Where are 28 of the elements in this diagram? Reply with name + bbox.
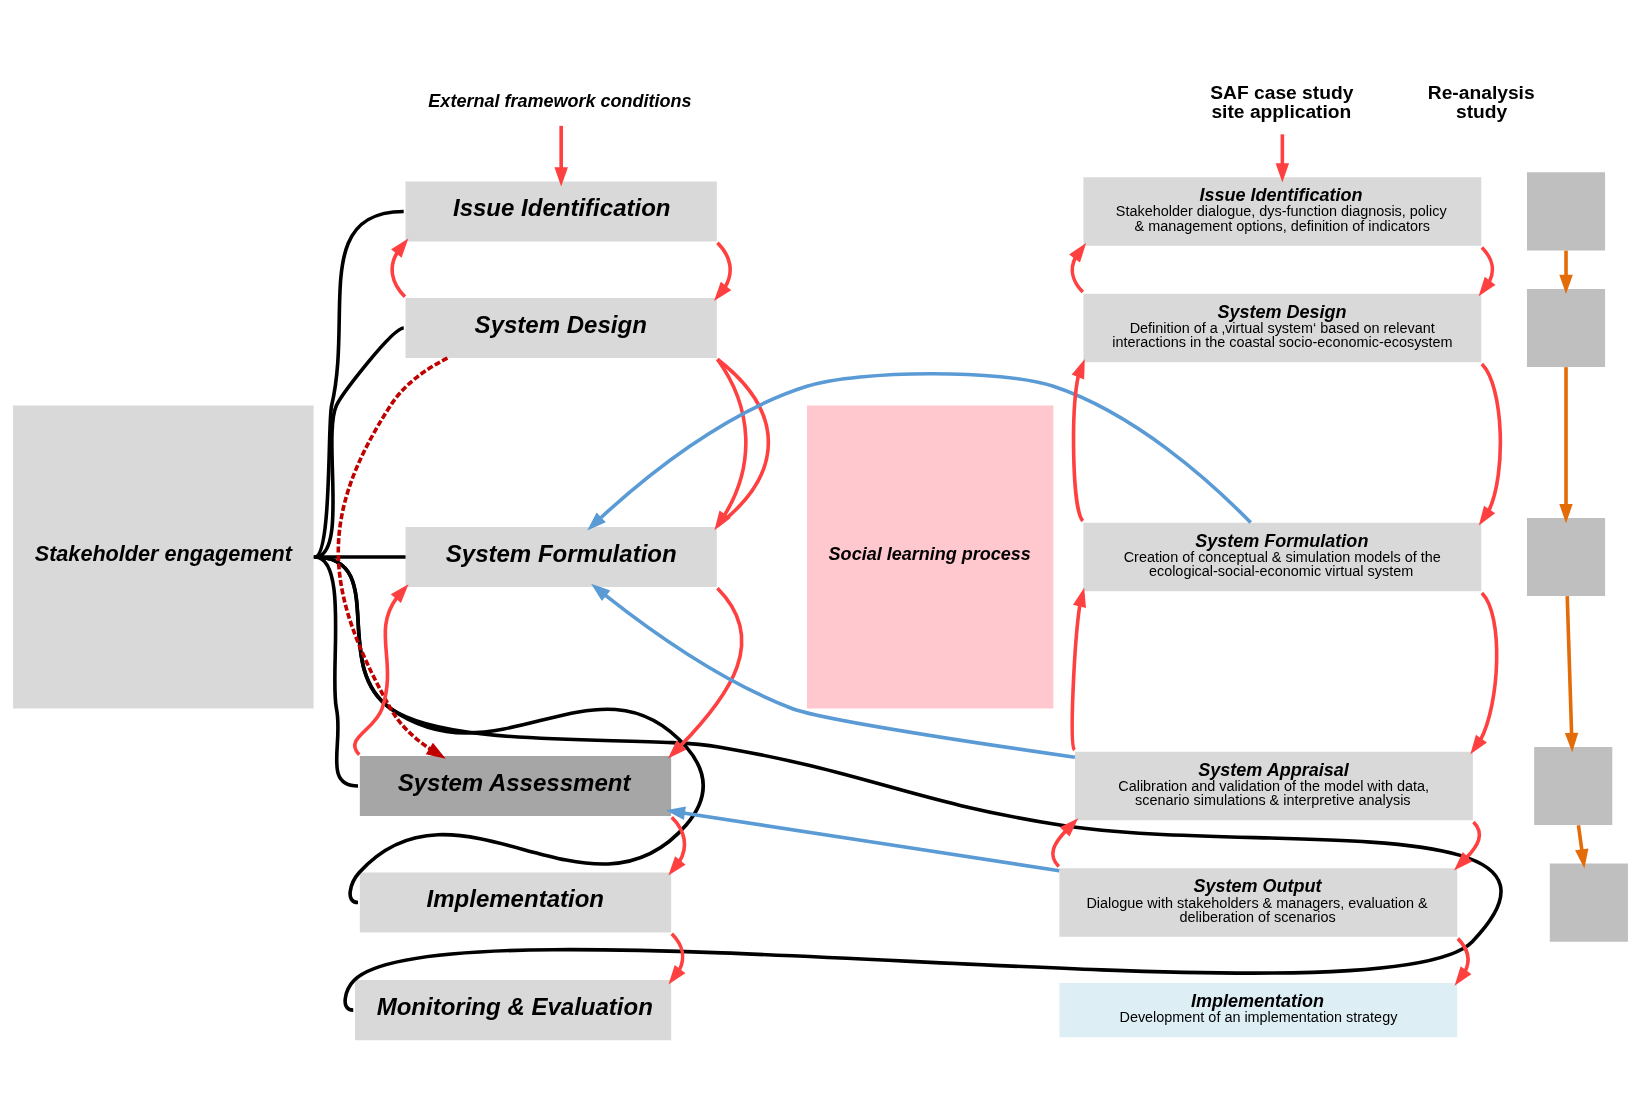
arrow [1564,596,1579,753]
node-box: System Design Definition of a ‚virtual system‘ based on relevant interactions in the coastal socio-economic-ecosystem [1083,293,1482,363]
connector [313,209,404,559]
node-box: System Design [405,298,717,359]
node-box [1526,288,1606,368]
node-box [1534,746,1613,826]
arrow [554,125,568,187]
node-box [1549,863,1628,942]
arrow [1275,134,1290,183]
node-box: Issue Identification [405,181,717,242]
arrow [1478,363,1503,526]
arrow [714,241,732,302]
node-text: External framework conditions [428,90,692,111]
arrow [1069,243,1087,294]
node-box: Stakeholder engagement [13,405,314,709]
node-text: SAF case study site application [1210,81,1354,123]
arrow [1478,246,1496,297]
node-box [1526,172,1606,251]
arrow [1071,358,1085,522]
node-text: Re-analysis study [1427,81,1535,123]
arrow [1559,250,1573,295]
connector [716,357,771,528]
arrow [1559,367,1573,524]
connector [314,326,405,559]
arrow [390,238,409,298]
node-box: Issue Identification Stakeholder dialogue, dys-function diagnosis, policy & management options, definition of indicators [1083,177,1482,246]
node-box [1526,517,1606,597]
arrow [1575,824,1589,869]
